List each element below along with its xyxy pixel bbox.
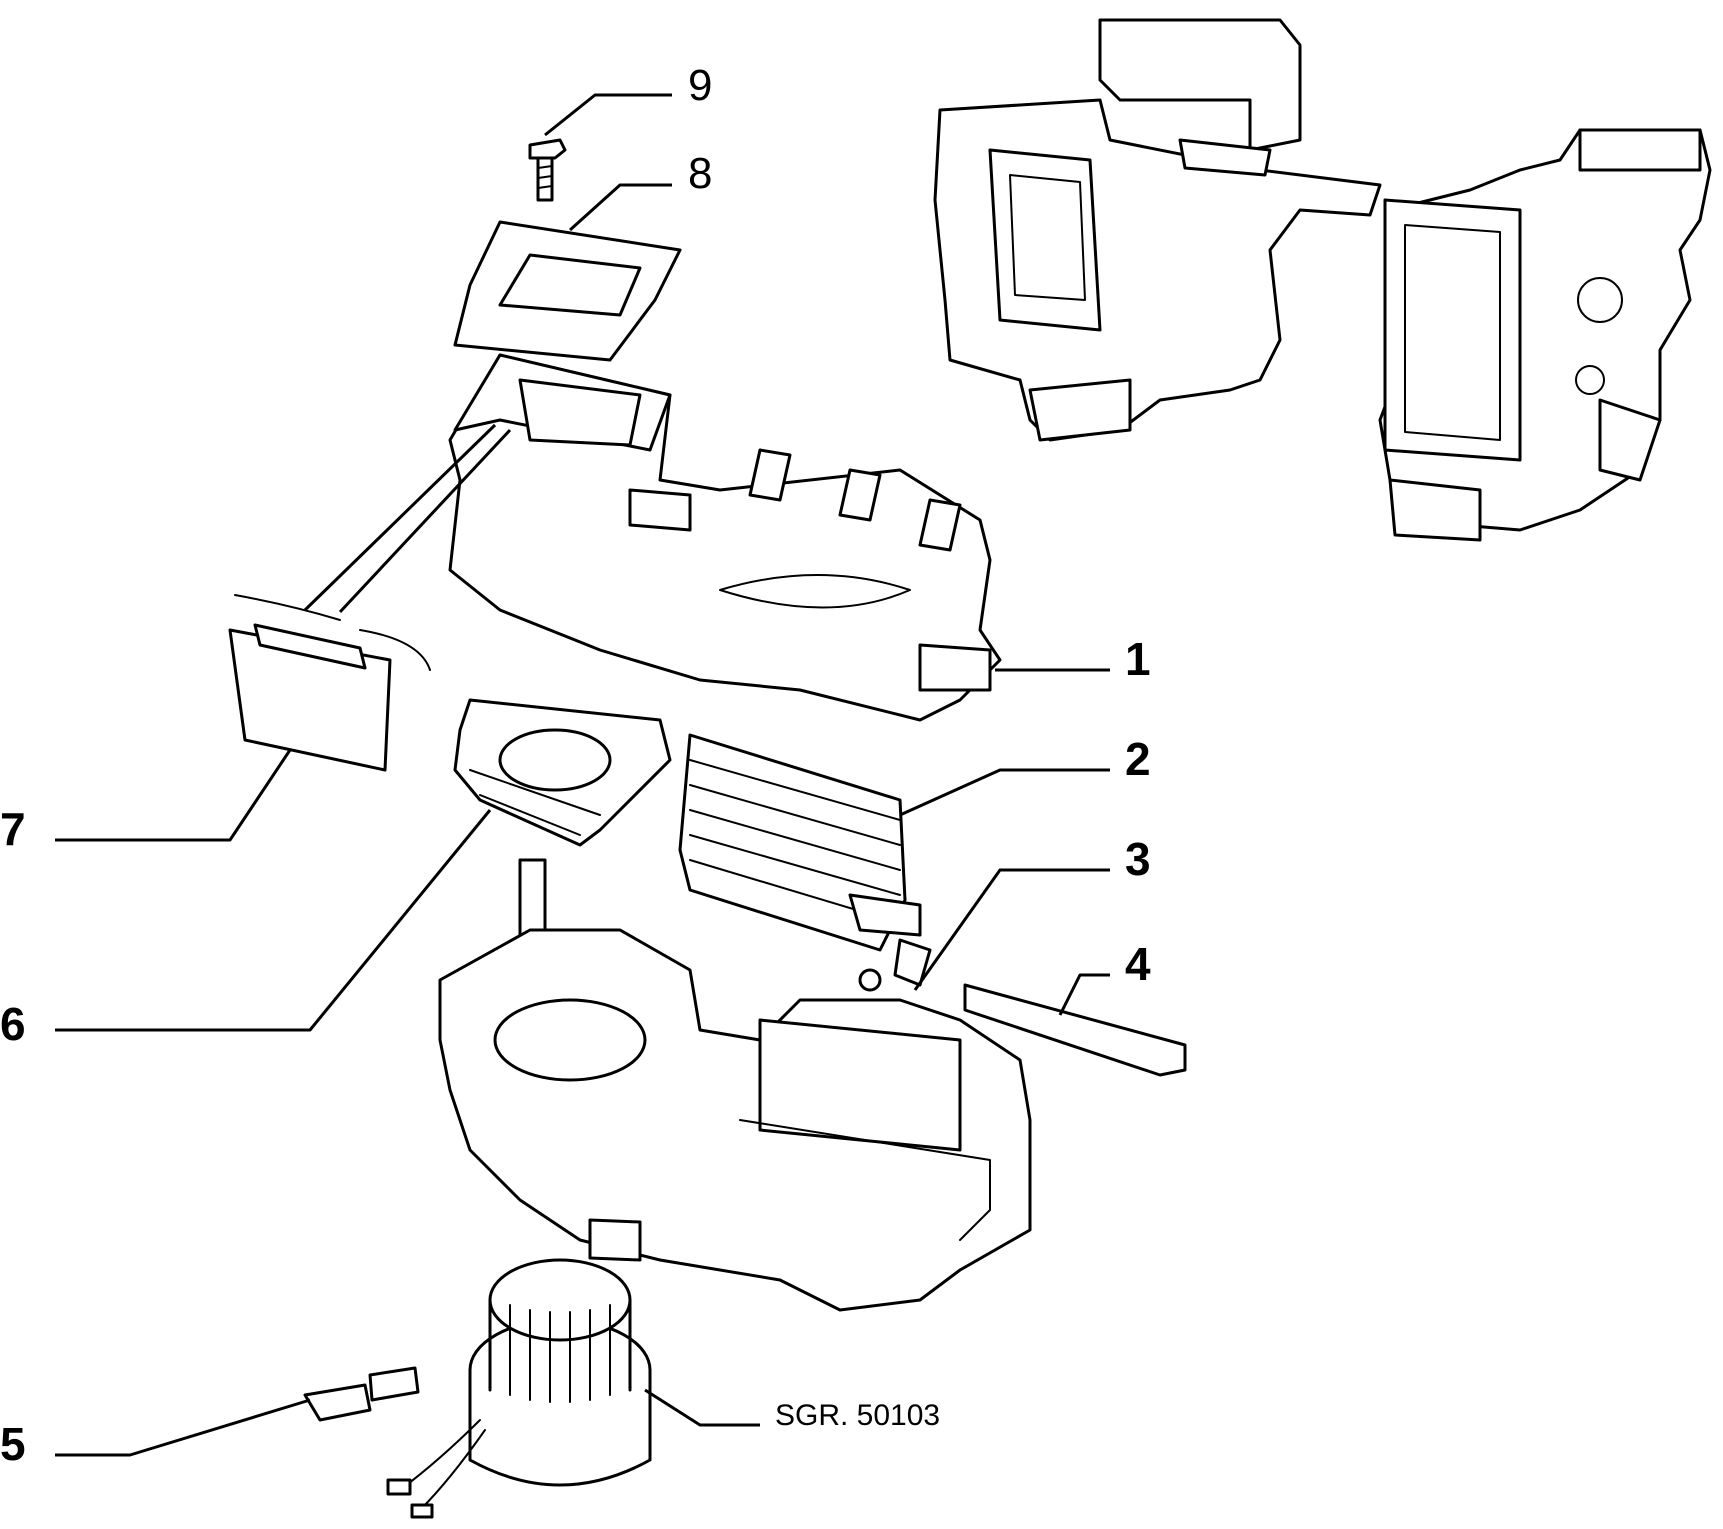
leader-9 (544, 93, 672, 137)
callout-8: 8 (688, 149, 712, 198)
leader-7 (55, 749, 292, 842)
part-8-gasket (453, 220, 682, 362)
part-9-screw (528, 138, 567, 202)
callout-7: 7 (0, 803, 26, 855)
callout-4: 4 (1125, 938, 1151, 990)
heater-housing-assembly (933, 18, 1712, 542)
part-2-heater-core (678, 733, 932, 992)
part-5-resistor-clip (303, 1366, 420, 1422)
callout-2: 2 (1125, 733, 1151, 785)
leader-filter-7 (303, 423, 497, 612)
leader-filter-7b (338, 428, 512, 614)
leader-sgr (644, 1388, 760, 1427)
leader-5 (55, 1398, 311, 1457)
part-6-fan-support (453, 698, 672, 847)
blower-motor (386, 1258, 652, 1519)
leader-6 (55, 809, 492, 1032)
leader-3 (913, 868, 1110, 991)
part-3-lower-housing (438, 858, 1032, 1312)
callout-6: 6 (0, 998, 26, 1050)
leader-2 (899, 768, 1110, 817)
callout-3: 3 (1125, 833, 1151, 885)
leader-4 (1058, 973, 1110, 1016)
callout-9: 9 (688, 61, 712, 110)
leader-lines (55, 93, 1110, 1457)
leader-8 (568, 183, 672, 232)
part-4-seal-strip (963, 983, 1187, 1077)
part-7-filter-flap (228, 594, 431, 772)
reference-sgr: SGR. 50103 (775, 1399, 940, 1432)
callout-5: 5 (0, 1418, 26, 1470)
part-1-upper-housing (448, 353, 1002, 722)
callout-1: 1 (1125, 633, 1151, 685)
callouts: 9 8 1 2 3 4 7 6 5 SGR. 50103 (0, 61, 1151, 1470)
